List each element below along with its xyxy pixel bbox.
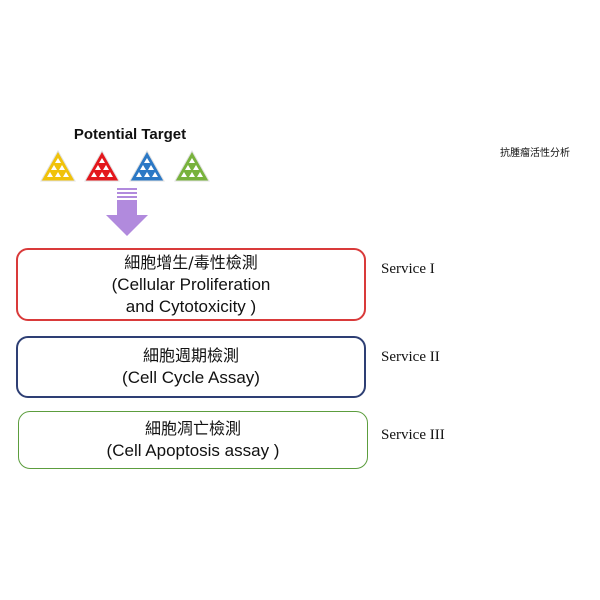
green-triangle-icon — [174, 150, 210, 182]
box3-english-line: (Cell Apoptosis assay ) — [106, 441, 280, 460]
box2-chinese-title: 細胞週期檢測 — [142, 346, 239, 365]
box3-chinese-title: 細胞凋亡檢測 — [144, 419, 241, 438]
service-1-label: Service I — [381, 261, 435, 277]
yellow-triangle-icon — [40, 150, 76, 182]
antitumor-activity-title: 抗腫瘤活性分析 — [500, 148, 570, 159]
blue-triangle-icon — [129, 150, 165, 182]
box1-english-line2: and Cytotoxicity ) — [125, 296, 257, 316]
box1-chinese-title: 細胞增生/毒性檢測 — [124, 252, 258, 272]
potential-target-label: Potential Target — [73, 126, 187, 143]
box2-english-line: (Cell Cycle Assay) — [122, 368, 260, 387]
cell-cycle-box: 細胞週期檢測 (Cell Cycle Assay) — [16, 336, 366, 398]
box1-english-line1: (Cellular Proliferation — [111, 274, 271, 294]
red-triangle-icon — [84, 150, 120, 182]
service-2-label: Service II — [381, 349, 440, 365]
cell-proliferation-box: 細胞增生/毒性檢測 (Cellular Proliferation and Cy… — [16, 248, 366, 321]
cell-apoptosis-box: 細胞凋亡檢測 (Cell Apoptosis assay ) — [18, 411, 368, 469]
down-arrow-icon — [106, 188, 148, 236]
service-3-label: Service III — [381, 427, 445, 443]
